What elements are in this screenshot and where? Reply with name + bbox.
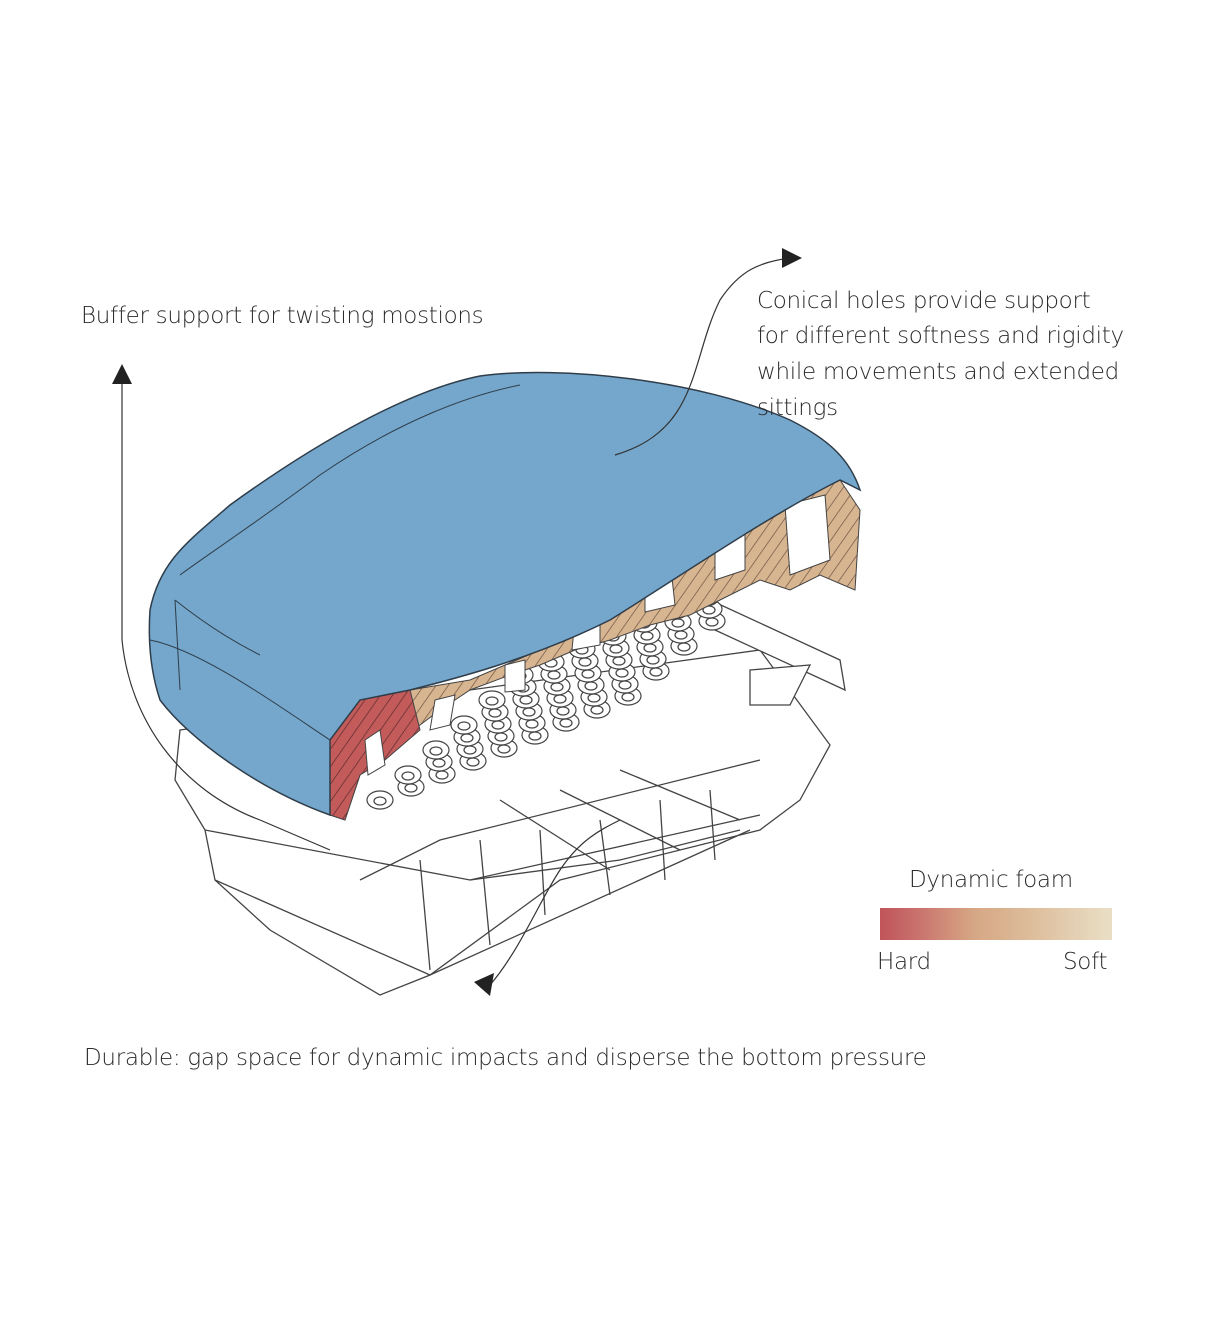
conical-hole-inner	[550, 682, 564, 692]
annotation-durable: Durable: gap space for dynamic impacts a…	[84, 1045, 927, 1071]
conical-hole-inner	[522, 707, 536, 717]
annotation-arrows	[121, 257, 791, 986]
conical-hole-inner	[457, 721, 471, 731]
conical-hole-inner	[705, 617, 719, 627]
conical-hole-inner	[609, 644, 623, 654]
conical-hole-inner	[491, 720, 505, 730]
arrow-buffer	[121, 380, 331, 851]
conical-hole-inner	[578, 657, 592, 667]
conical-hole-inner	[640, 631, 654, 641]
arrow-conical	[614, 257, 791, 456]
annotation-conical-2: for different softness and rigidity	[757, 323, 1124, 349]
conical-hole-inner	[373, 796, 387, 806]
conical-hole-inner	[547, 670, 561, 680]
legend-gradient-bar	[880, 908, 1112, 940]
conical-hole-inner	[590, 705, 604, 715]
conical-hole-inner	[556, 706, 570, 716]
annotation-conical-3: while movements and extended	[757, 359, 1119, 385]
conical-hole-inner	[528, 731, 542, 741]
arrow-durable	[489, 819, 621, 986]
conical-hole-inner	[429, 746, 443, 756]
conical-hole-inner	[435, 770, 449, 780]
conical-hole-inner	[612, 656, 626, 666]
conical-hole-inner	[621, 692, 635, 702]
arrowheads	[112, 248, 802, 996]
annotation-buffer: Buffer support for twisting mostions	[81, 303, 484, 329]
conical-hole-inner	[584, 681, 598, 691]
conical-hole-inner	[485, 696, 499, 706]
conical-hole-inner	[432, 758, 446, 768]
conical-hole-inner	[615, 668, 629, 678]
conical-hole-inner	[497, 744, 511, 754]
conical-hole-inner	[559, 718, 573, 728]
annotation-conical-4: sittings	[757, 395, 838, 421]
conical-hole-inner	[581, 669, 595, 679]
conical-hole-inner	[618, 680, 632, 690]
conical-hole-inner	[466, 757, 480, 767]
legend-hard-label: Hard	[877, 949, 931, 975]
conical-hole-inner	[671, 618, 685, 628]
conical-hole-inner	[677, 642, 691, 652]
conical-hole-inner	[404, 783, 418, 793]
conical-hole-inner	[646, 655, 660, 665]
conical-hole-inner	[587, 693, 601, 703]
legend-title: Dynamic foam	[909, 867, 1073, 893]
conical-hole-inner	[674, 630, 688, 640]
conical-hole-inner	[401, 771, 415, 781]
conical-hole-inner	[643, 643, 657, 653]
conical-hole-inner	[525, 719, 539, 729]
conical-hole-inner	[460, 733, 474, 743]
conical-hole-inner	[463, 745, 477, 755]
conical-hole-inner	[649, 667, 663, 677]
annotation-conical-1: Conical holes provide support	[757, 288, 1091, 314]
conical-hole-inner	[519, 695, 533, 705]
legend-soft-label: Soft	[1063, 949, 1108, 975]
conical-hole-inner	[553, 694, 567, 704]
conical-hole-inner	[488, 708, 502, 718]
conical-hole-inner	[494, 732, 508, 742]
cushion-top-surface	[148, 371, 862, 817]
